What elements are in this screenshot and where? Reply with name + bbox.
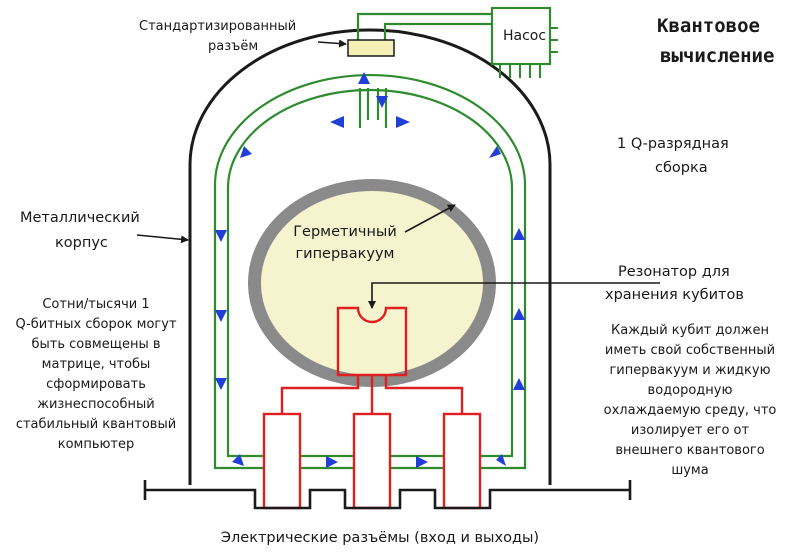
- flow-arrow-diag-bottom-right: [496, 454, 506, 466]
- circuit-block-left: [262, 412, 302, 510]
- flow-arrow-up-right-2: [513, 308, 525, 320]
- metal-case-label-line2: корпус: [55, 235, 108, 251]
- left-note-line: стабильный квантовый: [16, 417, 176, 432]
- flow-arrow-diag-left: [240, 146, 252, 158]
- resonator-label-line2: хранения кубитов: [605, 287, 744, 303]
- circuit-block-center: [352, 412, 392, 510]
- circuit-wiring: [280, 375, 464, 414]
- left-note-line: Q-битных сборок могут: [15, 317, 177, 332]
- right-note-line: изолирует его от: [631, 423, 750, 438]
- right-note: Каждый кубит должен иметь свой собственн…: [604, 323, 777, 478]
- coolant-pipe-inner: [226, 88, 514, 458]
- left-note-line: жизнеспособный: [37, 397, 155, 412]
- qubit-resonator: [336, 306, 408, 377]
- flow-arrow-up-left-riser: [358, 72, 370, 84]
- flow-arrow-down-left-1: [215, 230, 227, 242]
- flow-arrow-right-top: [396, 116, 410, 128]
- flow-arrow-bottom-right-1: [326, 456, 338, 468]
- flow-arrow-bottom-right-2: [416, 456, 428, 468]
- connector-label-line1: Стандартизированный: [139, 19, 296, 34]
- flow-arrow-diag-bottom-left: [232, 454, 244, 466]
- flow-arrows: [215, 72, 525, 468]
- flow-arrow-down-right-riser: [376, 96, 388, 108]
- electrical-bus: [145, 488, 630, 510]
- right-note-line: иметь свой собственный: [605, 343, 775, 358]
- pump-box: [490, 6, 552, 66]
- right-note-line: шума: [671, 463, 708, 478]
- right-note-line: охлаждаемую среду, что: [604, 403, 777, 418]
- metal-case-outline: [188, 28, 552, 485]
- pointer-arrows: [136, 39, 660, 309]
- left-note-line: Сотни/тысячи 1: [42, 297, 149, 312]
- vacuum-label-line2: гипервакуум: [296, 246, 395, 262]
- flow-arrow-up-right-3: [513, 378, 525, 390]
- right-note-line: гипервакуум и жидкую: [609, 363, 770, 378]
- electrical-connectors-label: Электрические разъёмы (вход и выходы): [221, 530, 539, 546]
- left-note-line: матрице, чтобы: [42, 357, 151, 372]
- pointer-resonator: [368, 282, 660, 309]
- flow-arrow-left-top: [330, 116, 344, 128]
- pump-line-inner: [383, 22, 492, 44]
- vacuum-label-line1: Герметичный: [293, 224, 397, 240]
- right-note-line: Каждый кубит должен: [611, 323, 769, 338]
- assembly-label-line2: сборка: [655, 160, 708, 176]
- right-note-line: водородную: [648, 383, 733, 398]
- pointer-connector: [317, 39, 347, 48]
- diagram-title-line1: Квантовое: [657, 15, 760, 37]
- diagram-title-line2: вычисление: [660, 45, 774, 67]
- left-note: Сотни/тысячи 1 Q-битных сборок могут быт…: [15, 297, 177, 452]
- pointer-metal-case: [136, 234, 189, 244]
- pump-pins: [499, 27, 558, 78]
- flow-arrow-down-left-2: [215, 310, 227, 322]
- left-note-line: быть совмещены в: [31, 337, 160, 352]
- flow-arrow-down-left-3: [215, 378, 227, 390]
- pointer-vacuum: [404, 204, 456, 233]
- flow-arrow-diag-right: [489, 146, 501, 158]
- connector-label-line2: разъём: [208, 39, 258, 54]
- circuit-block-right: [442, 412, 482, 510]
- left-note-line: сформировать: [46, 377, 146, 392]
- flow-arrow-up-right-1: [513, 228, 525, 240]
- standard-connector: [347, 39, 395, 57]
- metal-case-label-line1: Металлический: [20, 210, 140, 226]
- resonator-label-line1: Резонатор для: [618, 264, 730, 280]
- pump-label: Насос: [503, 28, 546, 44]
- assembly-label-line1: 1 Q-разрядная: [617, 136, 729, 152]
- left-note-line: компьютер: [58, 437, 135, 452]
- pump-line-outer: [356, 12, 492, 44]
- right-note-line: внешнего квантового: [615, 443, 764, 458]
- coolant-pipe-outer: [213, 73, 527, 470]
